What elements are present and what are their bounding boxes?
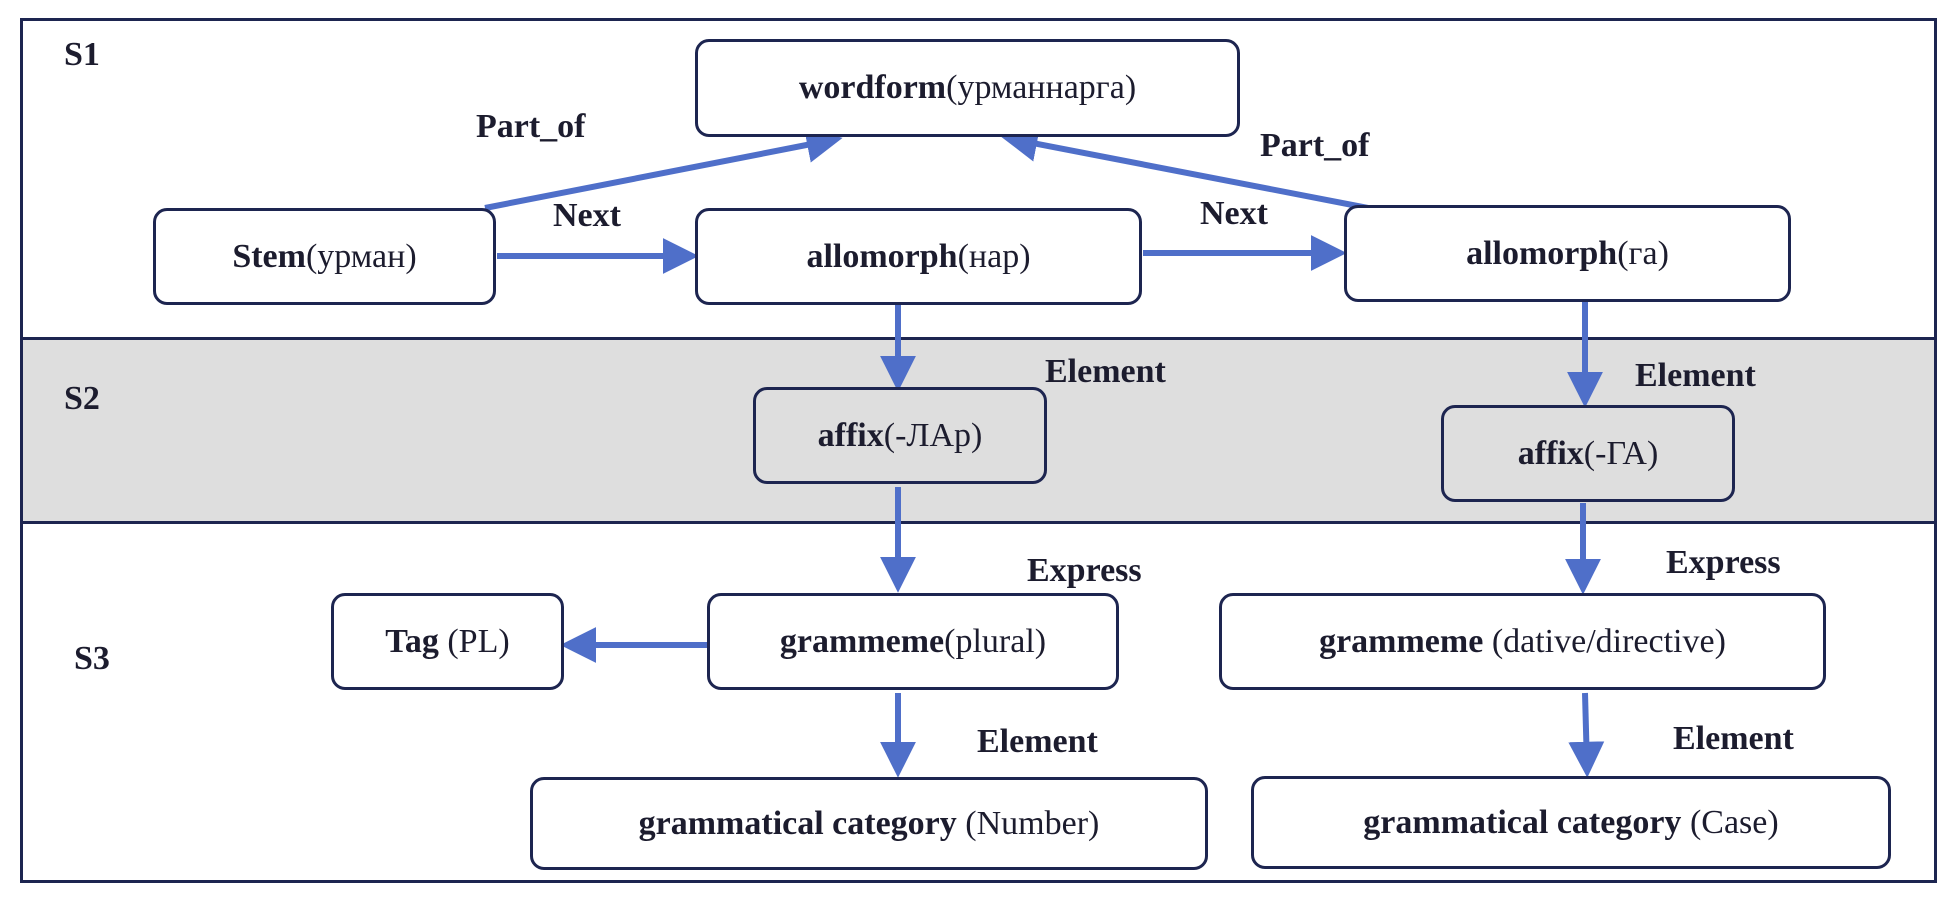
- grammeme-dative-node: grammeme (dative/directive): [1219, 593, 1826, 690]
- tag-node: Tag (PL): [331, 593, 564, 690]
- edge-label-element-2: Element: [1635, 357, 1756, 394]
- edge-label-element-4: Element: [1673, 720, 1794, 757]
- edge-element-4: [1568, 692, 1605, 778]
- section-label-s1: S1: [64, 36, 100, 73]
- section-label-s3: S3: [74, 640, 110, 677]
- stem-node: Stem(урман): [153, 208, 496, 305]
- edge-label-express-2: Express: [1666, 544, 1781, 581]
- edge-label-element-1: Element: [1045, 353, 1166, 390]
- category-case-node: grammatical category (Case): [1251, 776, 1891, 869]
- edge-label-express-1: Express: [1027, 552, 1142, 589]
- edge-label-next-1: Next: [553, 197, 621, 234]
- edge-label-next-2: Next: [1200, 195, 1268, 232]
- section-label-s2: S2: [64, 380, 100, 417]
- grammeme-plural-node: grammeme(plural): [707, 593, 1119, 690]
- edge-part-of-right: [1001, 126, 1369, 211]
- diagram-frame: [20, 18, 1937, 883]
- edge-label-element-3: Element: [977, 723, 1098, 760]
- affix-ga-node: affix(-ГА): [1441, 405, 1735, 502]
- wordform-node: wordform(урманнарга): [695, 39, 1240, 137]
- edge-label-part-of-right: Part_of: [1260, 127, 1370, 164]
- allomorph-nar-node: allomorph(нар): [695, 208, 1142, 305]
- affix-lar-node: affix(-ЛАр): [753, 387, 1047, 484]
- allomorph-ga-node: allomorph(га): [1344, 205, 1791, 302]
- category-number-node: grammatical category (Number): [530, 777, 1208, 870]
- edge-part-of-left: [484, 127, 843, 211]
- edge-label-part-of-left: Part_of: [476, 108, 586, 145]
